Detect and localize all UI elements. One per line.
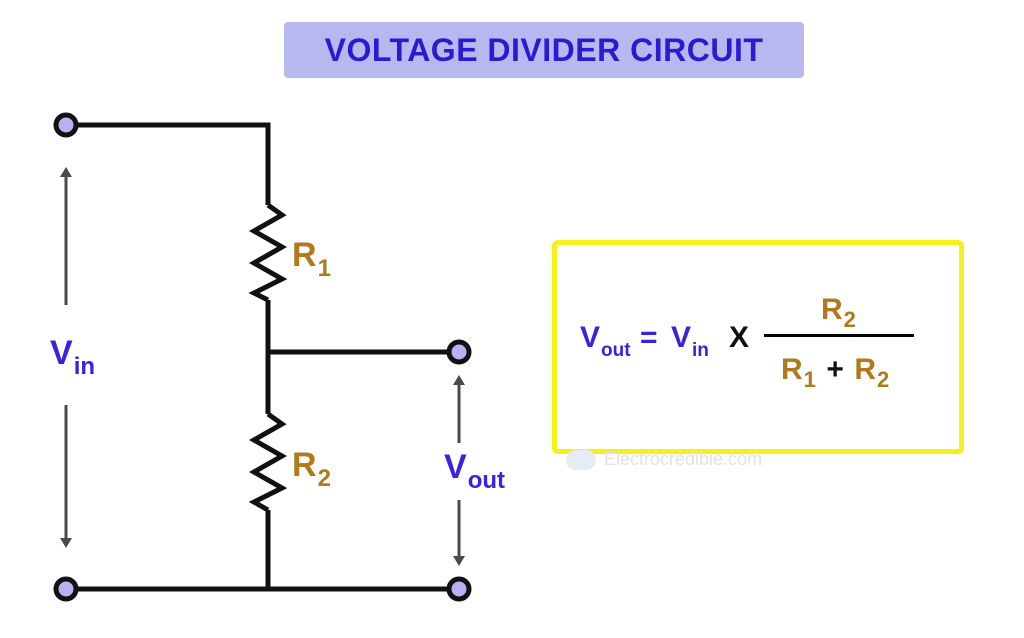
watermark: Electrocredible.com [566,449,762,470]
terminal-vout-top [446,339,472,365]
formula-denominator: R1 + R2 [781,353,890,392]
formula-vin: Vin [671,321,709,361]
diagram-title: VOLTAGE DIVIDER CIRCUIT [324,31,764,68]
fraction-bar [764,334,914,337]
r2-label: R2 [292,446,331,492]
formula-plus: + [826,353,844,386]
terminal-vin-top [53,112,79,138]
formula-times: X [729,321,750,354]
formula-numerator: R2 [821,293,856,332]
resistor-r1 [248,202,288,303]
vin-label: Vin [50,334,96,380]
formula-equals: = [640,321,658,354]
formula-vout: Vout [580,321,631,361]
vout-label: Vout [444,448,505,494]
terminal-vin-bottom [53,576,79,602]
watermark-logo-icon [566,449,596,470]
r1-label: R1 [292,236,331,282]
terminal-vout-bottom [446,576,472,602]
formula-box: Vout = Vin X R2 R1 + R2 [552,240,964,454]
top-wire [66,122,271,205]
resistor-r2 [248,411,288,513]
title-banner: VOLTAGE DIVIDER CIRCUIT [284,22,804,78]
